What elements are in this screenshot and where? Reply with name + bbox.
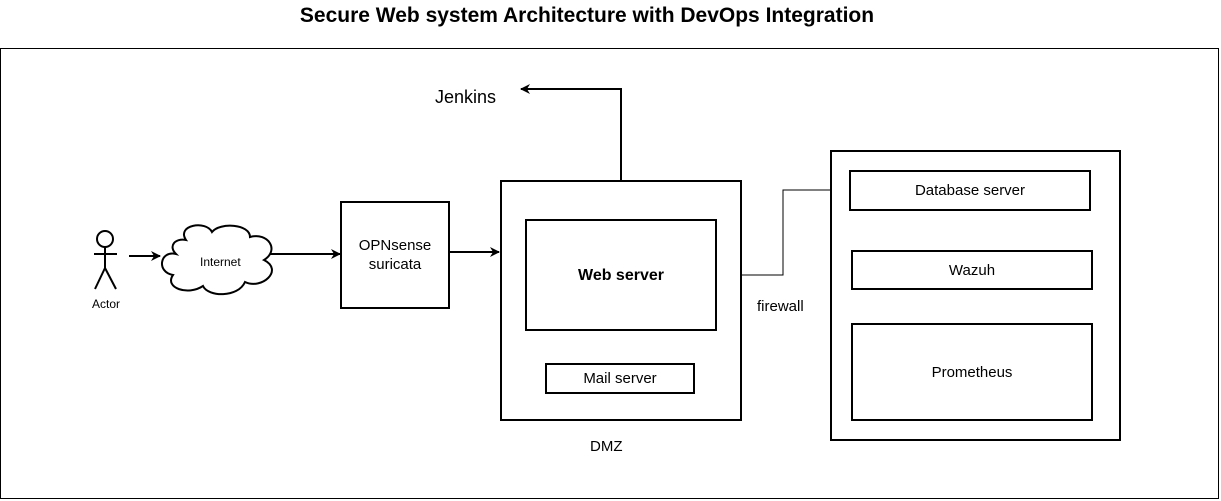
actor-icon — [94, 230, 117, 290]
database-server-node: Database server — [849, 170, 1091, 211]
internet-cloud-icon — [161, 224, 273, 296]
dmz-to-jenkins-arrow — [520, 84, 622, 180]
mail-server-label: Mail server — [583, 370, 657, 387]
jenkins-label: Jenkins — [435, 87, 497, 107]
mail-server-node: Mail server — [545, 363, 695, 394]
firewall-label: firewall — [757, 298, 804, 315]
internet-label: Internet — [200, 255, 241, 269]
actor-label: Actor — [92, 297, 121, 311]
web-server-node: Web server — [525, 219, 717, 331]
dmz-label: DMZ — [590, 438, 623, 455]
prometheus-label: Prometheus — [931, 363, 1013, 381]
database-server-label: Database server — [914, 182, 1026, 199]
wazuh-label: Wazuh — [948, 261, 996, 279]
opnsense-label: OPNsense — [358, 237, 432, 254]
prometheus-node: Prometheus — [851, 323, 1093, 421]
wazuh-node: Wazuh — [851, 250, 1093, 290]
webserver-to-database-arrow — [716, 186, 850, 276]
opnsense-node: OPNsense suricata — [340, 201, 450, 309]
diagram-title: Secure Web system Architecture with DevO… — [299, 4, 875, 27]
suricata-label: suricata — [368, 256, 422, 273]
diagram-frame — [0, 48, 1219, 499]
web-server-label: Web server — [578, 266, 664, 284]
